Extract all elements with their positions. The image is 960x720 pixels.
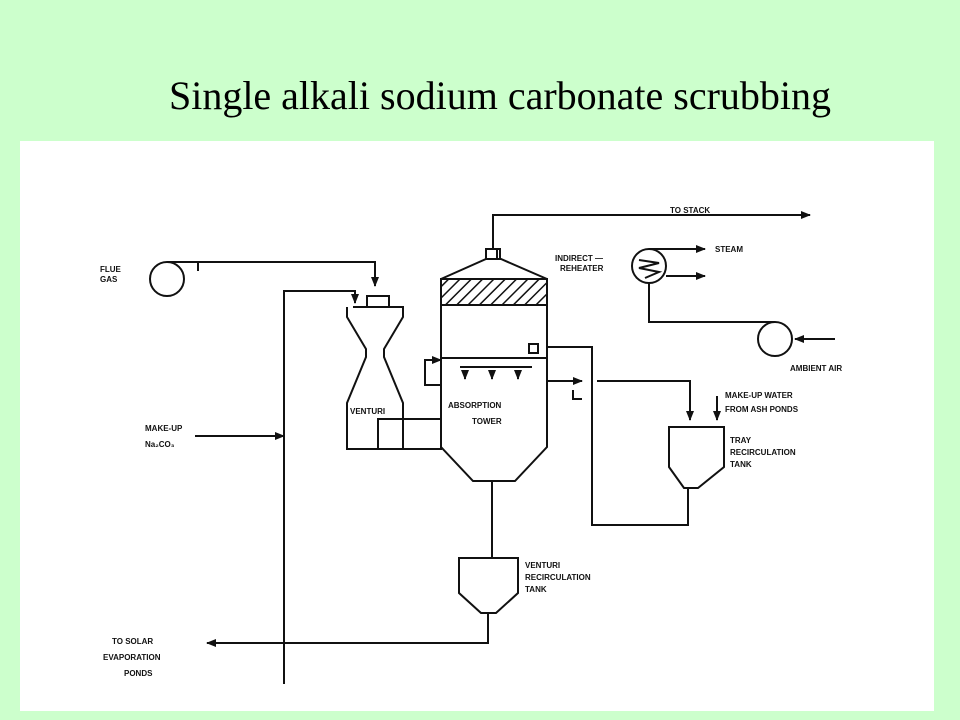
label-venturi-tank-1: VENTURI <box>525 561 560 570</box>
label-solar-1: TO SOLAR <box>112 637 153 646</box>
label-tray-tank-3: TANK <box>730 460 752 469</box>
process-flow-diagram: FLUE GAS VENTURI MAKE-UP Na₂CO₃ ABSORPTI… <box>20 141 934 711</box>
label-makeup-2: Na₂CO₃ <box>145 440 175 449</box>
flue-gas-line <box>184 261 379 287</box>
flue-gas-fan-icon <box>149 261 199 297</box>
venturi-recirculation-tank <box>458 557 519 614</box>
label-makeup-water-2: FROM ASH PONDS <box>725 405 799 414</box>
label-ambient-air: AMBIENT AIR <box>790 364 842 373</box>
venturi-tower-duct <box>377 418 442 450</box>
slide-title: Single alkali sodium carbonate scrubbing <box>168 73 832 118</box>
tray-recirculation-tank <box>668 426 725 489</box>
label-venturi-tank-2: RECIRCULATION <box>525 573 591 582</box>
internal-recycle-line <box>424 356 442 386</box>
label-makeup-1: MAKE-UP <box>145 424 183 433</box>
solar-ponds-line <box>206 613 489 647</box>
reheater-icon <box>631 248 667 284</box>
label-venturi-tank-3: TANK <box>525 585 547 594</box>
label-venturi: VENTURI <box>350 407 385 416</box>
absorption-tower <box>440 248 548 482</box>
label-flue-gas-1: FLUE <box>100 265 122 274</box>
label-tray-tank-2: RECIRCULATION <box>730 448 796 457</box>
to-stack-line <box>492 211 811 249</box>
tray-feed-line <box>547 346 689 526</box>
label-tray-tank-1: TRAY <box>730 436 752 445</box>
label-reheater-1: INDIRECT — <box>555 254 603 263</box>
label-solar-3: PONDS <box>124 669 153 678</box>
spray-nozzles <box>460 366 532 380</box>
label-to-stack: TO STACK <box>670 206 710 215</box>
label-absorption-2: TOWER <box>472 417 502 426</box>
recycle-to-venturi-line <box>283 290 359 684</box>
tray-return-line <box>597 380 694 421</box>
ambient-air-fan-icon <box>752 321 793 357</box>
label-absorption-1: ABSORPTION <box>448 401 502 410</box>
label-flue-gas-2: GAS <box>100 275 118 284</box>
venturi-scrubber <box>346 295 404 450</box>
label-makeup-water-1: MAKE-UP WATER <box>725 391 793 400</box>
label-steam: STEAM <box>715 245 743 254</box>
ambient-air-to-reheater-line <box>648 283 752 323</box>
label-solar-2: EVAPORATION <box>103 653 161 662</box>
label-reheater-2: REHEATER <box>560 264 604 273</box>
